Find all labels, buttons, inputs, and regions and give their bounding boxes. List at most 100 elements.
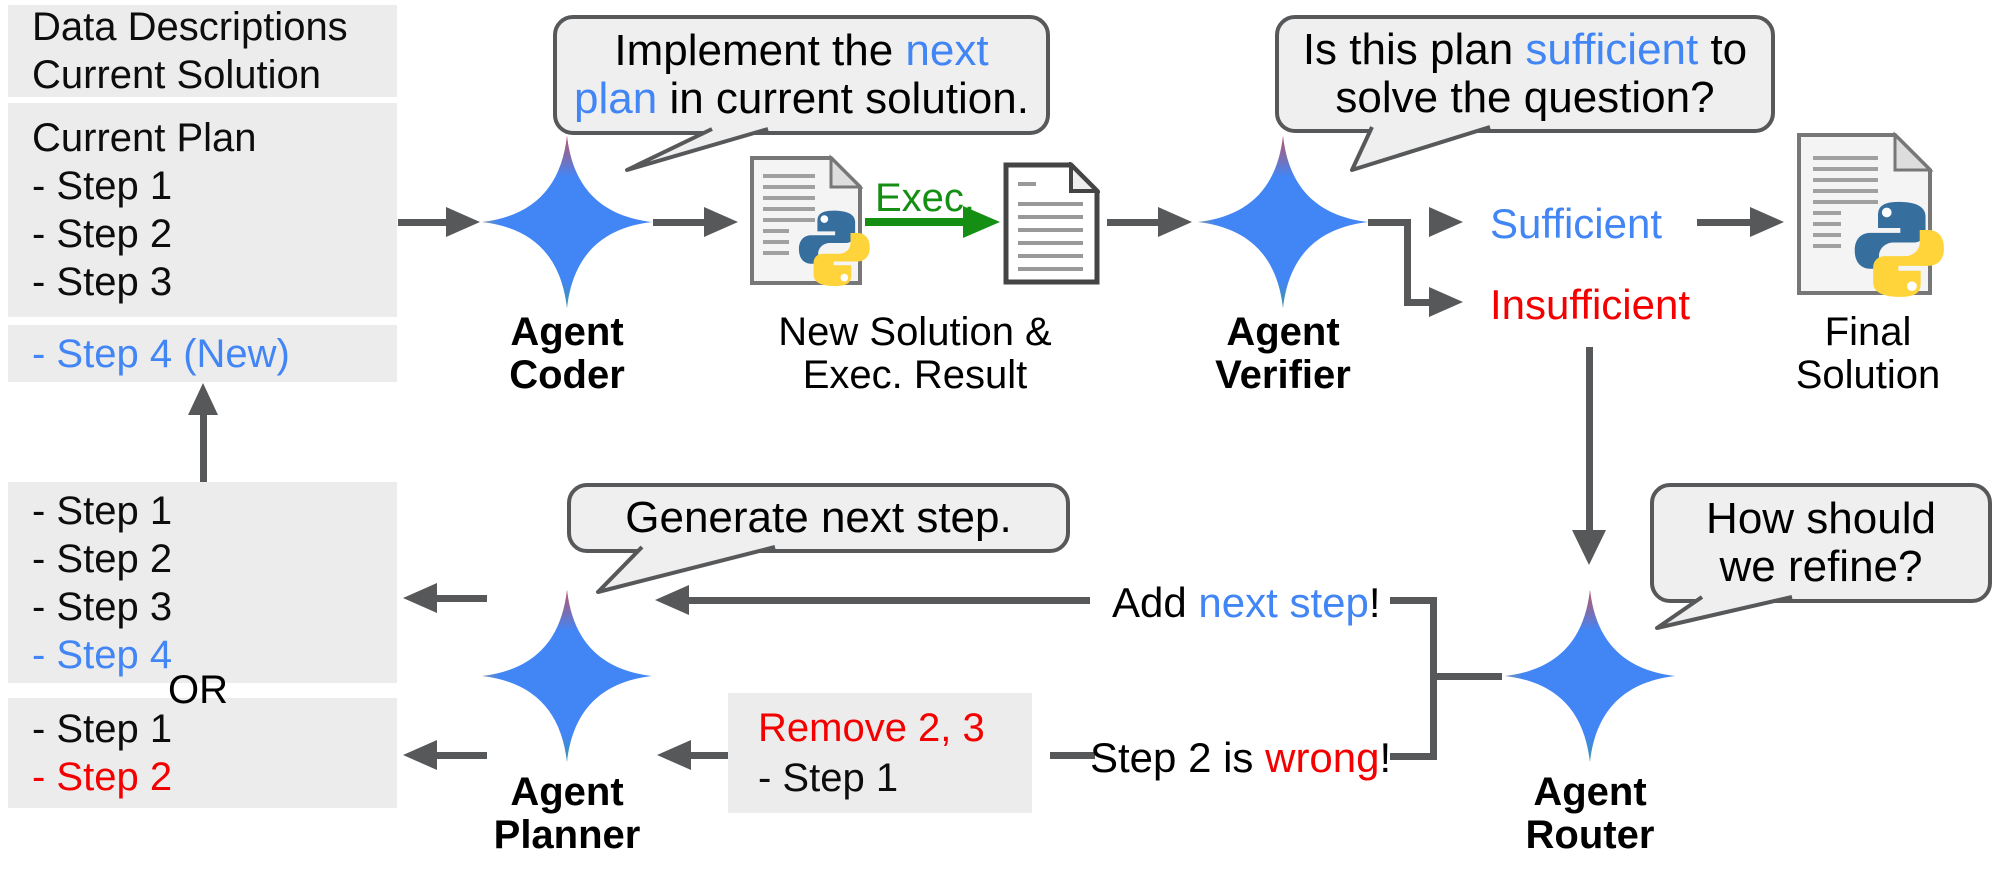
arrow-result-to-verifier-head: [1158, 207, 1192, 237]
label-text: Step 2 is: [1090, 734, 1266, 781]
bracket-bottom-stub: [1390, 753, 1435, 760]
label-line: Agent: [1226, 310, 1340, 354]
label-line: Agent: [510, 310, 624, 354]
bubble-line: solve the question?: [1335, 73, 1715, 122]
arrow-plan-update: [200, 412, 207, 482]
bubble-text: Implement the: [614, 26, 906, 75]
final-solution-label: Final Solution: [1768, 311, 1968, 397]
arrow-add-step-to-planner-head: [655, 585, 689, 615]
data-context-box: Data Descriptions Current Solution: [8, 5, 397, 97]
bubble-text-highlight: sufficient: [1525, 25, 1699, 74]
agent-verifier-label: Agent Verifier: [1183, 311, 1383, 397]
label-line: Agent: [1533, 770, 1647, 814]
arrow-planner-to-plan-b: [435, 752, 487, 759]
box-line: Current Solution: [32, 53, 322, 97]
box-line: - Step 1: [32, 707, 173, 751]
arrow-result-to-verifier: [1107, 219, 1158, 226]
box-line: - Step 1: [758, 756, 899, 800]
bubble-text: Is this plan: [1302, 25, 1526, 74]
box-line: - Step 3: [32, 260, 173, 304]
box-line: - Step 1: [32, 488, 173, 533]
new-solution-label: New Solution & Exec. Result: [765, 311, 1065, 397]
arrow-add-step-to-planner: [687, 597, 1090, 604]
label-text: !: [1379, 734, 1392, 781]
final-python-file-icon: [1797, 131, 1944, 297]
label-line: New Solution &: [778, 310, 1052, 354]
coder-speech-bubble: Implement the next plan in current solut…: [553, 15, 1050, 135]
agent-verifier-icon: [1198, 136, 1368, 308]
remove-steps-box: Remove 2, 3 - Step 1: [728, 693, 1032, 813]
bubble-line: plan in current solution.: [557, 75, 1046, 123]
label-text-highlight: next step: [1198, 579, 1369, 626]
box-line: Current Plan: [32, 116, 257, 160]
box-line: - Step 3: [32, 584, 173, 629]
label-line: Final: [1824, 310, 1912, 354]
bubble-text-highlight: next: [905, 26, 989, 75]
python-file-icon: [750, 154, 870, 287]
plan-option-b-box: - Step 1 - Step 2: [8, 698, 397, 808]
exec-arrow: [865, 218, 965, 226]
arrow-plan-update-head: [188, 383, 218, 415]
arrow-insufficient-head: [1429, 287, 1463, 317]
step2-wrong-label: Step 2 is wrong!: [1090, 734, 1391, 782]
insufficient-label: Insufficient: [1490, 281, 1691, 328]
verifier-speech-bubble: Is this plan sufficient to solve the que…: [1275, 15, 1775, 133]
arrow-sufficient-head: [1429, 207, 1463, 237]
sufficient-label: Sufficient: [1490, 200, 1662, 247]
agent-planner-icon: [482, 590, 652, 762]
new-step-box: - Step 4 (New): [8, 325, 397, 382]
router-speech-bubble: How should we refine?: [1650, 483, 1992, 603]
bubble-line: Is this plan sufficient to: [1279, 26, 1771, 74]
verifier-branch-vertical: [1404, 219, 1411, 306]
agent-coder-icon: [482, 136, 652, 308]
label-line: Agent: [510, 770, 624, 814]
plan-option-a-box: - Step 1 - Step 2 - Step 3 - Step 4: [8, 482, 397, 683]
arrow-coder-to-solution: [653, 219, 706, 226]
agent-planner-label: Agent Planner: [467, 771, 667, 857]
label-line: Exec. Result: [802, 353, 1028, 397]
bubble-line: Generate next step.: [625, 493, 1012, 542]
bubble-text-highlight: plan: [574, 74, 658, 123]
label-line: Router: [1525, 813, 1655, 857]
exec-label: Exec.: [874, 176, 976, 220]
or-label: OR: [168, 668, 228, 712]
bracket-top-stub: [1390, 597, 1435, 604]
label-line: Coder: [509, 353, 625, 397]
box-line: Data Descriptions: [32, 5, 348, 49]
box-line-new-step: - Step 4 (New): [32, 331, 290, 376]
box-line-remove: Remove 2, 3: [758, 706, 985, 750]
arrow-planner-to-plan-a-head: [403, 583, 437, 613]
label-line: Verifier: [1215, 353, 1351, 397]
label-text: Add: [1112, 579, 1199, 626]
verifier-branch-stem: [1368, 219, 1411, 226]
exec-arrow-head: [963, 206, 1000, 238]
box-line-wrong-step: - Step 2: [32, 755, 173, 799]
arrow-remove-to-planner: [689, 752, 728, 759]
verifier-branch-lower: [1404, 299, 1432, 306]
arrow-planner-to-plan-a: [435, 595, 487, 602]
document-icon: [1003, 162, 1100, 285]
label-line: Planner: [493, 813, 641, 857]
arrow-input-to-coder: [398, 219, 448, 226]
box-line-new-step: - Step 4: [32, 632, 173, 677]
bubble-line: we refine?: [1719, 542, 1923, 591]
planner-speech-bubble: Generate next step.: [567, 483, 1070, 553]
add-next-step-label: Add next step!: [1112, 579, 1381, 627]
label-text-highlight: wrong: [1265, 734, 1380, 781]
agent-router-label: Agent Router: [1490, 771, 1690, 857]
arrow-insufficient-to-router-head: [1572, 530, 1606, 565]
connector-wrong-to-remove: [1050, 752, 1095, 759]
bracket-to-router: [1430, 673, 1502, 680]
arrow-coder-to-solution-head: [704, 207, 738, 237]
box-line: - Step 1: [32, 164, 173, 208]
agent-coder-label: Agent Coder: [467, 311, 667, 397]
bubble-line: How should: [1706, 494, 1936, 543]
arrow-planner-to-plan-b-head: [403, 740, 437, 770]
agent-router-icon: [1505, 590, 1675, 762]
bubble-line: Implement the next: [557, 27, 1046, 75]
bubble-text: to: [1698, 25, 1748, 74]
current-plan-box: Current Plan - Step 1 - Step 2 - Step 3: [8, 103, 397, 317]
arrow-remove-to-planner-head: [657, 740, 691, 770]
bubble-text: in current solution.: [657, 74, 1029, 123]
